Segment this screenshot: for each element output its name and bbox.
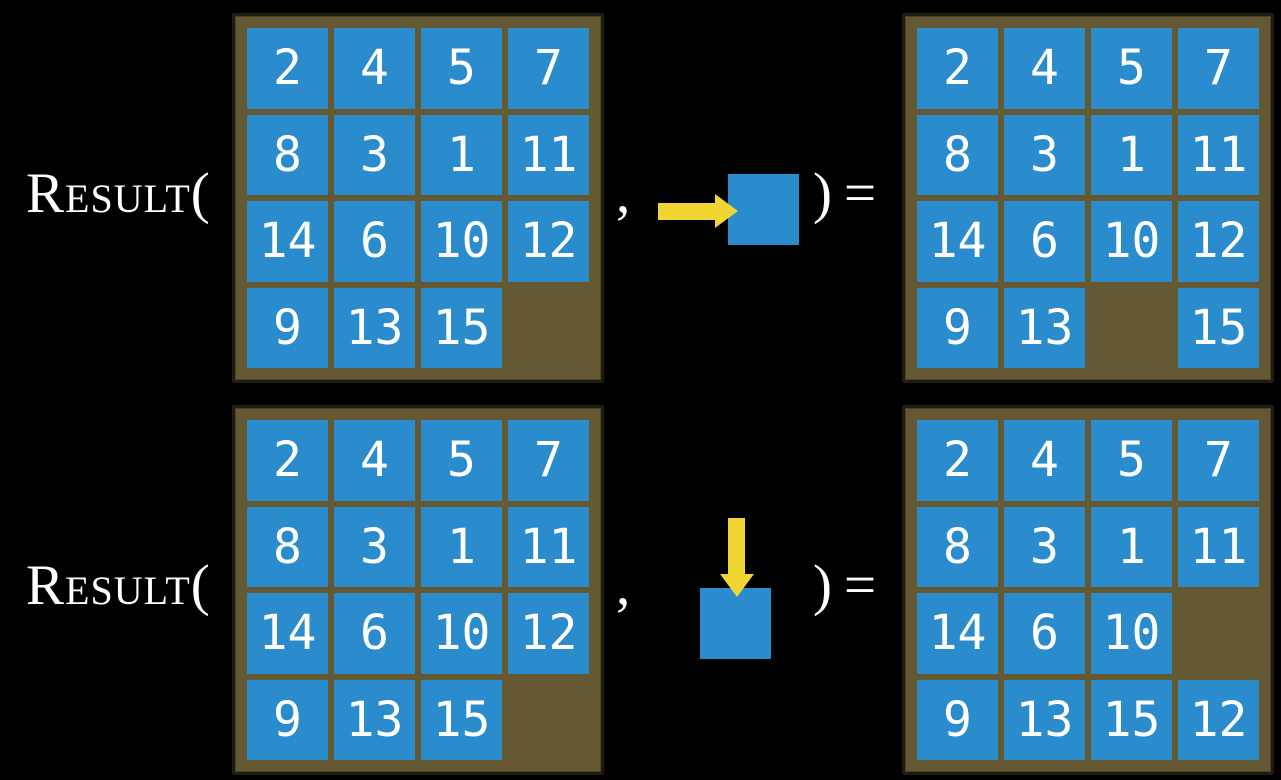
equals-sign: = bbox=[843, 554, 877, 617]
action-slide-down-icon bbox=[695, 510, 785, 662]
close-paren: ) bbox=[813, 162, 832, 225]
open-paren: ( bbox=[190, 162, 210, 225]
tile-13: 13 bbox=[334, 287, 415, 368]
tile-7: 7 bbox=[508, 28, 589, 109]
tile-8: 8 bbox=[247, 114, 328, 195]
tile-3: 3 bbox=[1004, 506, 1085, 587]
tile-10: 10 bbox=[1091, 201, 1172, 282]
tile-6: 6 bbox=[334, 201, 415, 282]
tile-4: 4 bbox=[1004, 420, 1085, 501]
tile-13: 13 bbox=[1004, 679, 1085, 760]
comma: , bbox=[616, 162, 631, 225]
tile-15: 15 bbox=[421, 679, 502, 760]
action-slide-right-icon bbox=[645, 168, 810, 254]
tile-11: 11 bbox=[1178, 506, 1259, 587]
tile-14: 14 bbox=[917, 201, 998, 282]
tile-6: 6 bbox=[334, 593, 415, 674]
tile-1: 1 bbox=[1091, 506, 1172, 587]
function-name: Result bbox=[26, 554, 191, 617]
tile-1: 1 bbox=[1091, 114, 1172, 195]
tile-3: 3 bbox=[334, 114, 415, 195]
tile-4: 4 bbox=[1004, 28, 1085, 109]
arrow-down-head-icon bbox=[720, 574, 754, 597]
tile-2: 2 bbox=[917, 28, 998, 109]
tile-12: 12 bbox=[1178, 679, 1259, 760]
tile-9: 9 bbox=[917, 679, 998, 760]
tile-12: 12 bbox=[508, 201, 589, 282]
tile-10: 10 bbox=[421, 201, 502, 282]
tile-5: 5 bbox=[421, 420, 502, 501]
tile-15: 15 bbox=[1091, 679, 1172, 760]
tile-13: 13 bbox=[1004, 287, 1085, 368]
tile-12: 12 bbox=[1178, 201, 1259, 282]
tile-8: 8 bbox=[917, 506, 998, 587]
tile-3: 3 bbox=[1004, 114, 1085, 195]
open-paren: ( bbox=[190, 554, 210, 617]
tile-11: 11 bbox=[508, 506, 589, 587]
tile-13: 13 bbox=[334, 679, 415, 760]
tile-3: 3 bbox=[334, 506, 415, 587]
tile-11: 11 bbox=[1178, 114, 1259, 195]
tile-15: 15 bbox=[1178, 287, 1259, 368]
close-paren-equals: )= bbox=[813, 163, 876, 225]
tile-6: 6 bbox=[1004, 201, 1085, 282]
tile-14: 14 bbox=[247, 593, 328, 674]
tile-2: 2 bbox=[247, 420, 328, 501]
tile-6: 6 bbox=[1004, 593, 1085, 674]
close-paren: ) bbox=[813, 554, 832, 617]
tile-2: 2 bbox=[247, 28, 328, 109]
arrow-right-icon bbox=[658, 203, 716, 220]
function-name: Result bbox=[26, 162, 191, 225]
tile-icon bbox=[700, 588, 771, 659]
tile-1: 1 bbox=[421, 506, 502, 587]
result-function-label: Result( bbox=[26, 555, 210, 617]
tile-5: 5 bbox=[1091, 420, 1172, 501]
tile-4: 4 bbox=[334, 420, 415, 501]
equals-sign: = bbox=[843, 162, 877, 225]
tile-14: 14 bbox=[247, 201, 328, 282]
tile-icon bbox=[728, 174, 799, 245]
tile-15: 15 bbox=[421, 287, 502, 368]
blank-cell bbox=[508, 288, 589, 369]
tile-8: 8 bbox=[917, 114, 998, 195]
arrow-right-head-icon bbox=[715, 194, 738, 228]
blank-cell bbox=[1091, 288, 1172, 369]
tile-9: 9 bbox=[917, 287, 998, 368]
close-paren-equals: )= bbox=[813, 555, 876, 617]
tile-5: 5 bbox=[1091, 28, 1172, 109]
tile-1: 1 bbox=[421, 114, 502, 195]
tile-8: 8 bbox=[247, 506, 328, 587]
tile-10: 10 bbox=[421, 593, 502, 674]
blank-cell bbox=[508, 680, 589, 761]
arrow-down-icon bbox=[728, 518, 745, 576]
tile-7: 7 bbox=[1178, 420, 1259, 501]
tile-2: 2 bbox=[917, 420, 998, 501]
result-function-label: Result( bbox=[26, 163, 210, 225]
tile-10: 10 bbox=[1091, 593, 1172, 674]
tile-9: 9 bbox=[247, 679, 328, 760]
tile-11: 11 bbox=[508, 114, 589, 195]
tile-9: 9 bbox=[247, 287, 328, 368]
tile-4: 4 bbox=[334, 28, 415, 109]
tile-5: 5 bbox=[421, 28, 502, 109]
comma: , bbox=[616, 554, 631, 617]
tile-7: 7 bbox=[1178, 28, 1259, 109]
tile-7: 7 bbox=[508, 420, 589, 501]
blank-cell bbox=[1178, 593, 1259, 674]
tile-12: 12 bbox=[508, 593, 589, 674]
tile-14: 14 bbox=[917, 593, 998, 674]
